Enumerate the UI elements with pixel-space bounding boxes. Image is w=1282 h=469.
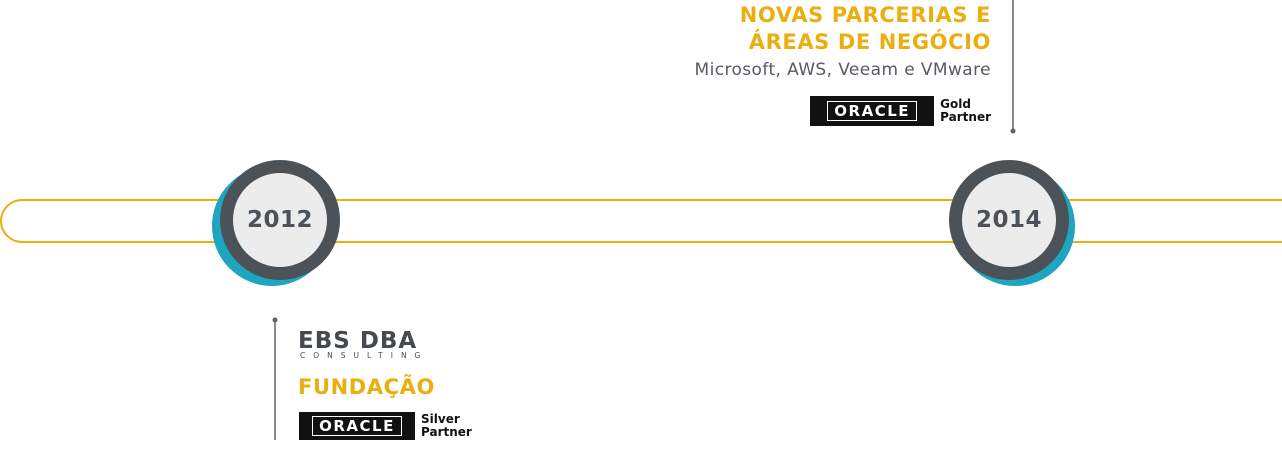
timeline-track [0, 199, 1282, 243]
oracle-logo: ORACLE [810, 96, 935, 126]
svg-text:CONSULTING: CONSULTING [300, 351, 428, 360]
partner-tier-label: Gold Partner [940, 97, 991, 124]
oracle-logo: ORACLE [299, 412, 415, 440]
event-headline-2014: NOVAS PARCERIAS E ÁREAS DE NEGÓCIO [739, 3, 991, 54]
year-label-2014: 2014 [975, 207, 1042, 233]
year-node-2014 [949, 160, 1075, 286]
oracle-silver-partner-badge: ORACLE Silver Partner [299, 412, 472, 440]
svg-text:EBS DBA: EBS DBA [298, 328, 417, 354]
event-subtext-2014: Microsoft, AWS, Veeam e VMware [694, 60, 991, 80]
partner-tier-label: Silver Partner [421, 412, 472, 439]
oracle-gold-partner-badge: ORACLE Gold Partner [810, 96, 991, 126]
event-2014: NOVAS PARCERIAS E ÁREAS DE NEGÓCIO Micro… [695, 2, 991, 126]
connector-dot-2012 [272, 317, 278, 323]
year-label-2012: 2012 [246, 207, 313, 233]
connector-dot-2014 [1010, 128, 1016, 134]
ebs-dba-logo: EBS DBA CONSULTING [298, 328, 428, 360]
event-headline-2012: FUNDAÇÃO [298, 375, 435, 399]
year-node-2012 [212, 160, 340, 286]
